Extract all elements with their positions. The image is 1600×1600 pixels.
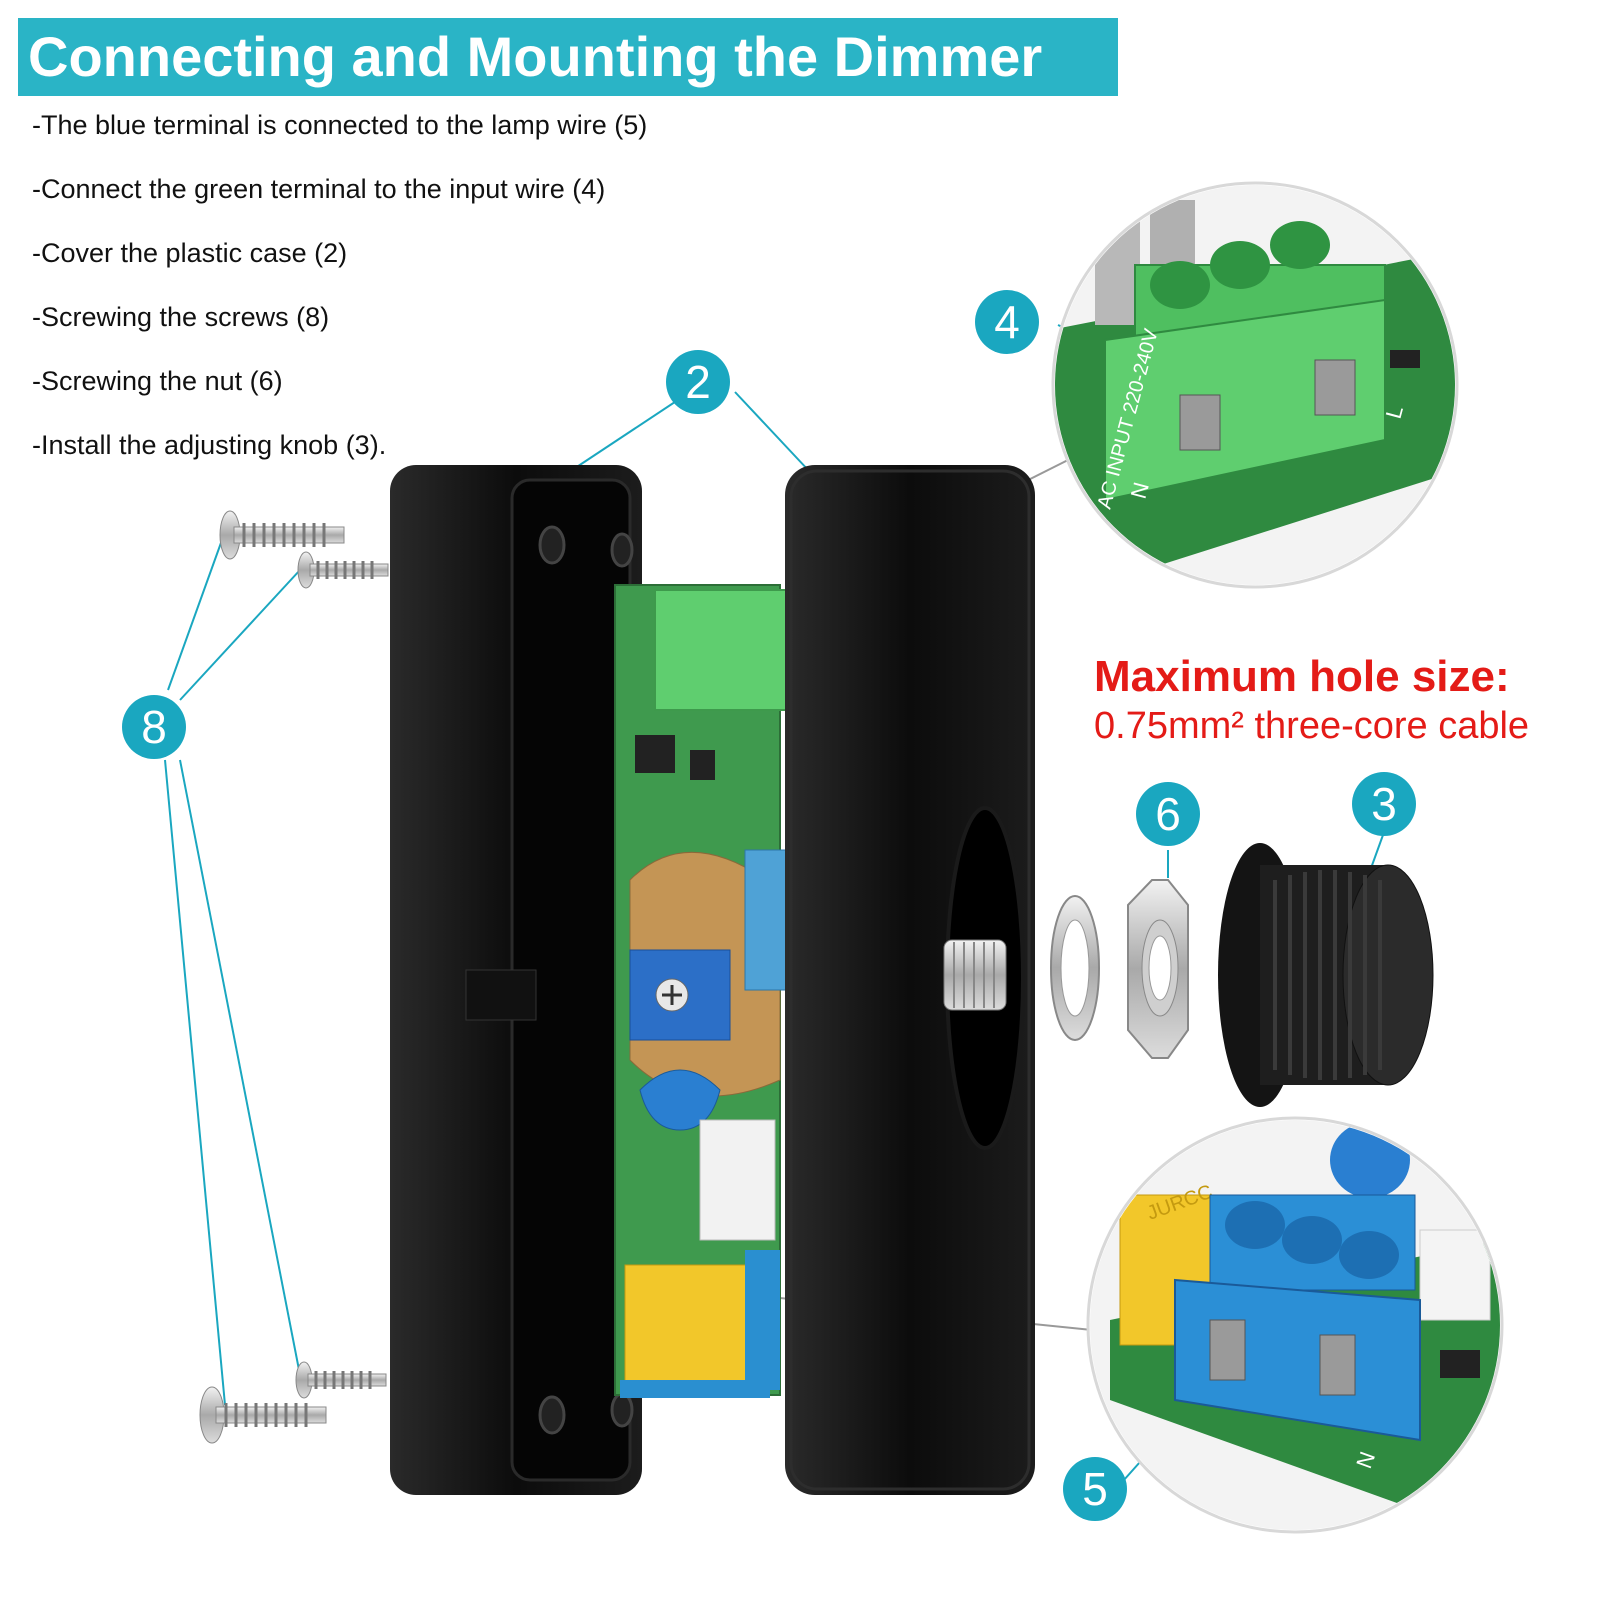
case-front-half [785, 465, 1035, 1495]
zoom-green-terminal: AC INPUT 220-240V N L [1051, 181, 1459, 589]
leader-line-screw [179, 569, 301, 701]
blue-terminal-block [620, 1380, 770, 1398]
hole-size-value: 0.75mm² three-core cable [1094, 705, 1530, 747]
callout-badge-nut: 6 [1136, 782, 1200, 846]
green-terminal-block [654, 589, 796, 711]
screw [219, 510, 345, 560]
instruction-step: -The blue terminal is connected to the l… [32, 110, 648, 140]
instruction-step: -Install the adjusting knob (3). [32, 430, 387, 460]
callout-badge-knob: 3 [1352, 772, 1416, 836]
page-title: Connecting and Mounting the Dimmer [18, 18, 1118, 96]
washer [1050, 895, 1100, 1041]
instruction-step: -Cover the plastic case (2) [32, 238, 348, 268]
screw [295, 1361, 387, 1399]
callout-badge-screws: 8 [122, 695, 186, 759]
instruction-step: -Connect the green terminal to the input… [32, 174, 606, 204]
green-n-label: N [1126, 479, 1154, 501]
leader-line-screw [164, 759, 226, 1406]
instruction-list: -The blue terminal is connected to the l… [32, 105, 647, 489]
screw-set [199, 510, 389, 1444]
adjusting-knob [1218, 843, 1434, 1107]
zoom-blue-terminal: JURCC N [1086, 1116, 1504, 1534]
instruction-step: -Screwing the nut (6) [32, 366, 283, 396]
screw [297, 551, 389, 589]
screw [199, 1386, 327, 1444]
callout-badge-green-terminal: 4 [975, 290, 1039, 354]
callout-badge-case: 2 [666, 350, 730, 414]
instruction-step: -Screwing the screws (8) [32, 302, 330, 332]
leader-line-screw [179, 759, 301, 1376]
case-back-half [390, 465, 642, 1495]
callout-badge-blue-terminal: 5 [1063, 1457, 1127, 1521]
pcb-board [614, 584, 796, 1398]
hole-size-title: Maximum hole size: [1094, 652, 1510, 701]
leader-line-screw [167, 539, 223, 691]
hex-nut [1127, 879, 1189, 1059]
